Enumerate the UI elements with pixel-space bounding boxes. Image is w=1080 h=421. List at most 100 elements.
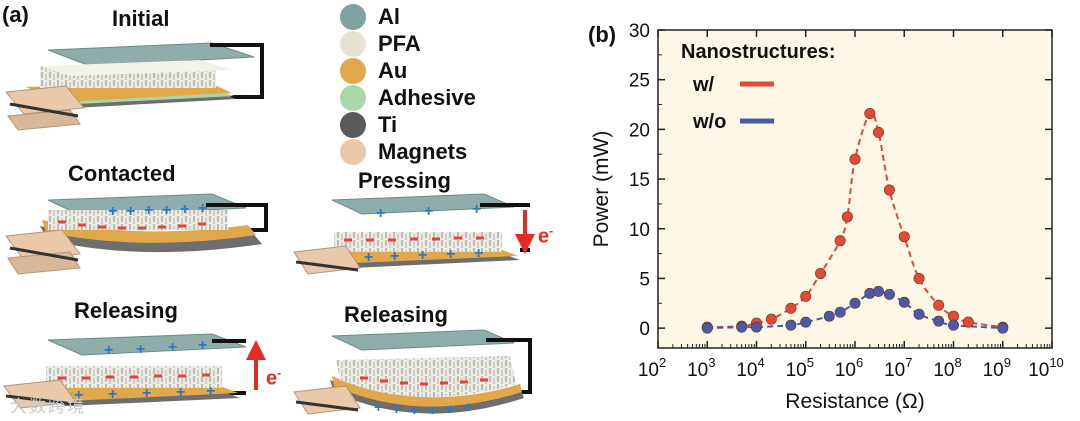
series-legend: Nanostructures: w/ w/o bbox=[681, 41, 835, 133]
stage-label-contacted: Contacted bbox=[68, 161, 176, 186]
legend-label-without: w/o bbox=[692, 111, 726, 133]
svg-text:+: + bbox=[418, 247, 427, 264]
svg-text:+: + bbox=[374, 399, 383, 416]
svg-text:+: + bbox=[168, 339, 177, 356]
data-point-without bbox=[701, 322, 713, 334]
panel-a-tag: (a) bbox=[2, 2, 29, 27]
panel-b-tag: (b) bbox=[588, 22, 617, 47]
legend-swatch-adhesive bbox=[340, 85, 366, 111]
electron-label-releasing: e- bbox=[266, 366, 282, 390]
data-point-without bbox=[736, 321, 748, 333]
x-tick-label: 108 bbox=[933, 355, 961, 381]
data-point-without bbox=[800, 316, 812, 328]
data-point-without bbox=[898, 296, 910, 308]
legend-item-al: Al bbox=[340, 4, 400, 30]
legend-swatch-al bbox=[340, 4, 366, 30]
x-tick-label: 109 bbox=[983, 355, 1011, 381]
legend-label-magnets: Magnets bbox=[378, 139, 468, 164]
svg-text:+: + bbox=[104, 342, 113, 359]
svg-text:+: + bbox=[472, 201, 481, 218]
data-point-without bbox=[947, 319, 959, 331]
stage-label-releasing-1: Releasing bbox=[74, 298, 178, 323]
data-point-with bbox=[883, 184, 895, 196]
watermark: 大数跨境 bbox=[10, 397, 86, 417]
legend-item-adhesive: Adhesive bbox=[340, 85, 476, 111]
data-point-with bbox=[834, 235, 846, 247]
svg-text:+: + bbox=[144, 202, 153, 219]
x-axis-label: Resistance (Ω) bbox=[785, 390, 924, 413]
svg-text:+: + bbox=[446, 246, 455, 263]
data-point-with bbox=[872, 126, 884, 138]
legend-swatch-ti bbox=[340, 112, 366, 138]
data-point-with bbox=[962, 316, 974, 328]
y-tick-label: 25 bbox=[629, 71, 650, 92]
data-point-with bbox=[800, 290, 812, 302]
svg-text:+: + bbox=[176, 384, 185, 401]
legend-label-with: w/ bbox=[692, 74, 715, 96]
data-point-with bbox=[913, 272, 925, 284]
svg-text:+: + bbox=[428, 402, 437, 419]
svg-text:+: + bbox=[390, 248, 399, 265]
svg-text:+: + bbox=[126, 203, 135, 220]
data-point-without bbox=[997, 322, 1009, 334]
x-tick-label: 104 bbox=[736, 355, 764, 381]
legend-swatch-pfa bbox=[340, 31, 366, 57]
x-tick-label: 107 bbox=[884, 355, 912, 381]
data-point-with bbox=[785, 302, 797, 314]
electron-label-pressing: e- bbox=[538, 224, 554, 248]
data-point-with bbox=[864, 107, 876, 119]
svg-text:+: + bbox=[162, 202, 171, 219]
x-tick-label: 103 bbox=[687, 355, 715, 381]
x-tick-label: 102 bbox=[638, 355, 666, 381]
data-point-with bbox=[849, 153, 861, 165]
legend-label-ti: Ti bbox=[378, 112, 398, 137]
stage-pressing-illustration: +++ +++ ++ bbox=[293, 193, 535, 275]
data-point-with bbox=[898, 231, 910, 243]
data-point-without bbox=[883, 288, 895, 300]
svg-text:+: + bbox=[364, 249, 373, 266]
schematic-illustration: + + + + + + + + + + + + + + bbox=[3, 42, 535, 419]
legend-item-ti: Ti bbox=[340, 112, 397, 138]
plot-area bbox=[657, 29, 1053, 349]
svg-text:+: + bbox=[74, 387, 83, 404]
legend-label-pfa: PFA bbox=[378, 31, 421, 56]
svg-text:+: + bbox=[410, 402, 419, 419]
x-tick-label: 105 bbox=[786, 355, 814, 381]
svg-text:+: + bbox=[136, 341, 145, 358]
legend-label-al: Al bbox=[378, 4, 400, 29]
x-tick-label: 1010 bbox=[1028, 355, 1064, 381]
x-tick-label: 106 bbox=[835, 355, 863, 381]
svg-text:+: + bbox=[392, 401, 401, 418]
legend-item-magnets: Magnets bbox=[340, 139, 467, 165]
legend-item-pfa: PFA bbox=[340, 31, 421, 57]
data-point-without bbox=[872, 285, 884, 297]
stage-label-releasing-2: Releasing bbox=[344, 302, 448, 327]
data-point-with bbox=[765, 313, 777, 325]
data-point-without bbox=[933, 315, 945, 327]
y-tick-label: 30 bbox=[629, 21, 650, 42]
stage-initial-illustration bbox=[5, 42, 264, 131]
legend-label-au: Au bbox=[378, 58, 408, 83]
legend-swatch-au bbox=[340, 58, 366, 84]
svg-text:+: + bbox=[142, 385, 151, 402]
legend-label-adhesive: Adhesive bbox=[378, 85, 476, 110]
svg-text:+: + bbox=[180, 201, 189, 218]
svg-text:+: + bbox=[464, 399, 473, 416]
data-point-with bbox=[815, 267, 827, 279]
data-point-without bbox=[913, 308, 925, 320]
y-axis-label: Power (mW) bbox=[590, 131, 613, 248]
data-point-without bbox=[751, 321, 763, 333]
svg-text:+: + bbox=[424, 203, 433, 220]
svg-text:+: + bbox=[474, 245, 483, 262]
svg-text:+: + bbox=[446, 401, 455, 418]
svg-text:+: + bbox=[108, 203, 117, 220]
data-points bbox=[701, 107, 1009, 334]
legend-title: Nanostructures: bbox=[681, 41, 835, 63]
data-point-without bbox=[785, 319, 797, 331]
data-point-without bbox=[823, 310, 835, 322]
svg-text:+: + bbox=[108, 386, 117, 403]
y-tick-label: 10 bbox=[629, 220, 650, 241]
y-tick-label: 20 bbox=[629, 120, 650, 141]
